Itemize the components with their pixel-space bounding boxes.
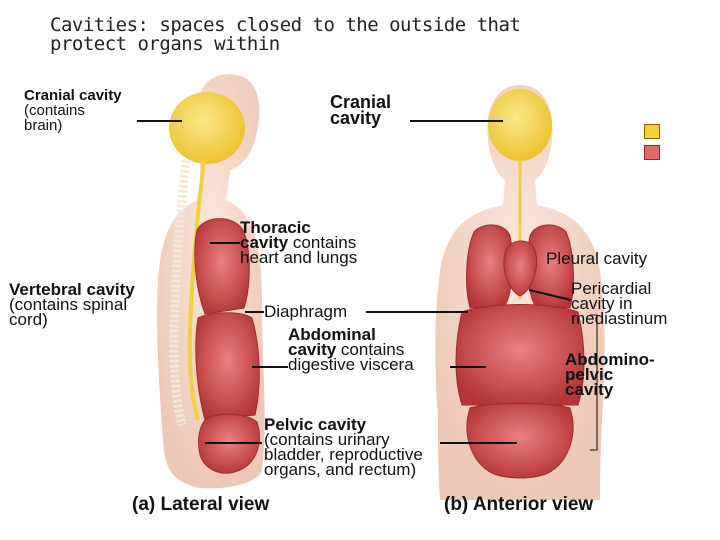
pelvic-note-1: (contains urinary — [264, 430, 390, 449]
pelvic-note-2: bladder, reproductive — [264, 445, 423, 464]
title-line-1: Cavities: spaces closed to the outside t… — [50, 14, 521, 36]
anterior-cranial-cavity — [488, 89, 552, 161]
label-abdominal-cavity: Abdominal cavity contains digestive visc… — [288, 325, 414, 374]
pelvic-title: Pelvic cavity — [264, 415, 367, 434]
abdominopelvic-bracket — [590, 314, 598, 451]
label-pelvic-cavity: Pelvic cavity (contains urinary bladder,… — [264, 415, 423, 479]
label-thoracic-cavity: Thoracic cavity contains heart and lungs — [240, 218, 358, 267]
abdominal-title-2: cavity — [288, 340, 337, 359]
anterior-pericardial-cavity — [503, 240, 537, 297]
anterior-cranial-line-1: Cranial — [330, 92, 392, 112]
lateral-cranial-cavity — [169, 92, 245, 164]
label-cranial-cavity-lateral: Cranial cavity (contains brain) — [24, 88, 122, 133]
pericardial-line-1: Pericardial — [571, 279, 652, 298]
abdominopelvic-line-2: pelvic — [565, 365, 614, 384]
label-diaphragm: Diaphragm — [264, 302, 348, 321]
anterior-pelvic-cavity — [466, 403, 574, 479]
abdominal-note-2: digestive viscera — [288, 355, 414, 374]
lateral-spinal-cord — [187, 159, 206, 421]
thoracic-title-2: cavity — [240, 233, 289, 252]
label-pericardial-cavity: Pericardial cavity in mediastinum — [571, 279, 668, 328]
vertebral-note-2: cord) — [9, 310, 48, 329]
leader-pericardial — [528, 289, 572, 301]
cranial-cavity-note-1: (contains — [24, 102, 85, 119]
anterior-cranial-line-2: cavity — [330, 108, 382, 128]
legend-swatch-red — [644, 145, 660, 160]
abdominal-note-1: contains — [336, 340, 405, 359]
thoracic-note-1: contains — [288, 233, 357, 252]
label-abdominopelvic-cavity: Abdomino- pelvic cavity — [565, 350, 655, 399]
thoracic-note-2: heart and lungs — [240, 248, 358, 267]
caption-lateral-view: (a) Lateral view — [132, 494, 270, 515]
abdominopelvic-line-3: cavity — [565, 380, 614, 399]
pericardial-line-2: cavity in — [571, 294, 633, 313]
lateral-vertebral-column — [169, 159, 191, 427]
label-pleural-cavity: Pleural cavity — [546, 249, 648, 268]
label-cranial-cavity-anterior: Cranial cavity — [330, 92, 392, 128]
abdominopelvic-line-1: Abdomino- — [565, 350, 655, 369]
leader-lines — [137, 120, 598, 451]
abdominal-title-1: Abdominal — [288, 325, 376, 344]
pelvic-note-3: organs, and rectum) — [264, 460, 417, 479]
label-vertebral-cavity: Vertebral cavity (contains spinal cord) — [9, 280, 135, 329]
legend-swatch-yellow — [644, 124, 660, 139]
pericardial-line-3: mediastinum — [571, 309, 668, 328]
cranial-cavity-title: Cranial cavity — [24, 87, 122, 104]
anterior-body — [435, 85, 605, 500]
lateral-body — [157, 74, 265, 489]
vertebral-title: Vertebral cavity — [9, 280, 135, 299]
slide-title: Cavities: spaces closed to the outside t… — [50, 14, 521, 55]
cranial-cavity-note-2: brain) — [24, 117, 63, 134]
anterior-abdominal-cavity — [455, 304, 585, 406]
title-line-2: protect organs within — [50, 33, 280, 55]
thoracic-title-1: Thoracic — [240, 218, 311, 237]
lateral-abdominal-cavity — [195, 312, 260, 421]
vertebral-note-1: (contains spinal — [9, 295, 128, 314]
caption-anterior-view: (b) Anterior view — [444, 494, 594, 515]
